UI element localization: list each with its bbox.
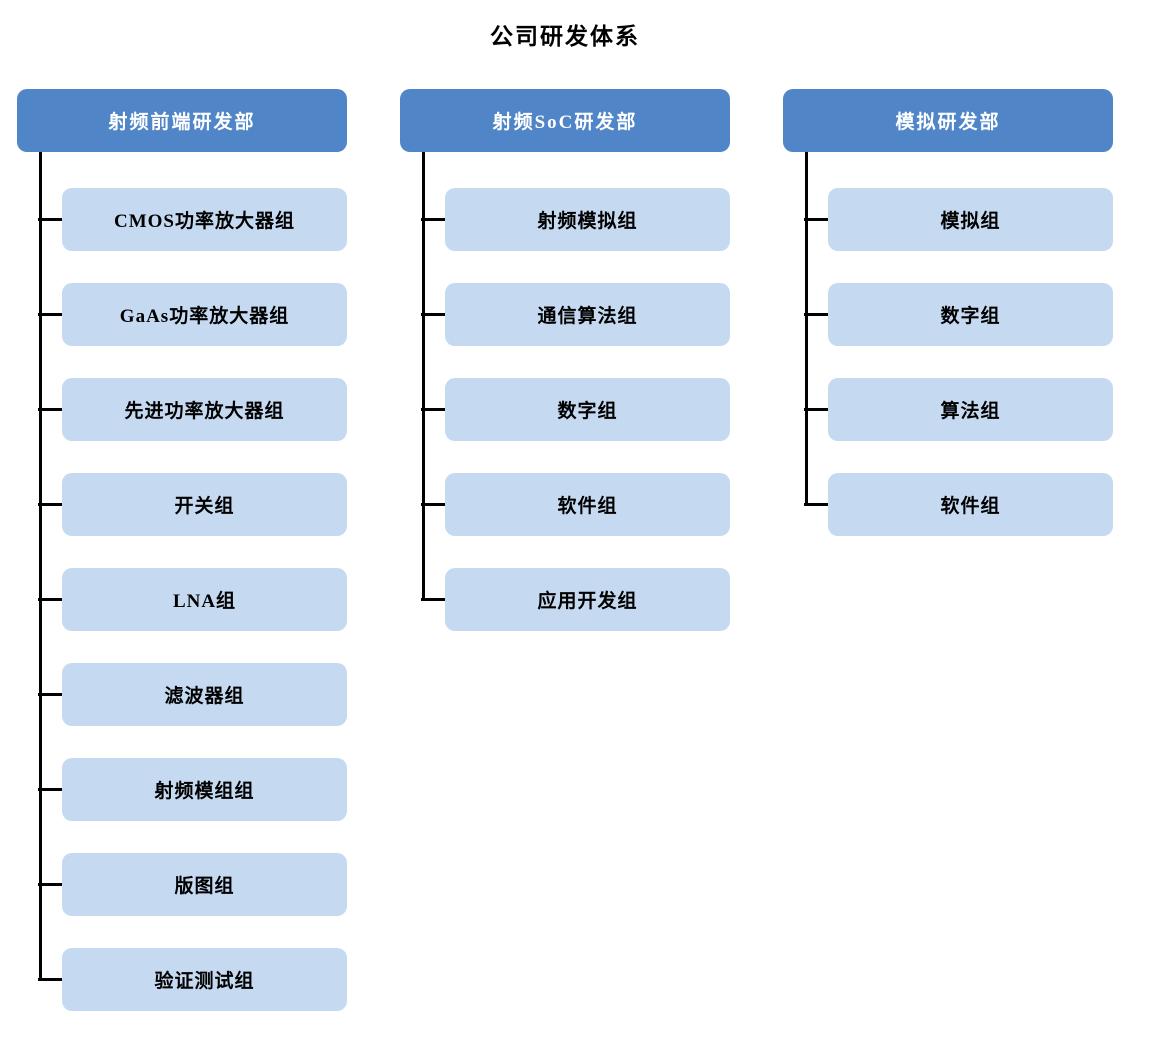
connector-trunk	[39, 152, 42, 980]
connector-branch	[421, 218, 445, 221]
connector-branch	[38, 313, 62, 316]
department-header: 射频前端研发部	[17, 89, 347, 152]
group-node: 先进功率放大器组	[38, 378, 347, 441]
group-label: 算法组	[940, 401, 1001, 422]
group-node: 开关组	[38, 473, 347, 536]
group-node: 模拟组	[804, 188, 1113, 251]
group-label: 射频模拟组	[537, 211, 638, 232]
group-node: 版图组	[38, 853, 347, 916]
group-node: GaAs功率放大器组	[38, 283, 347, 346]
department-column-rf-soc: 射频SoC研发部 射频模拟组 通信算法组 数字组 软件组 应用开发组	[400, 89, 730, 631]
group-label: 软件组	[940, 496, 1001, 517]
group-node: 射频模组组	[38, 758, 347, 821]
group-label: 通信算法组	[537, 306, 638, 327]
connector-branch	[38, 503, 62, 506]
group-label: 验证测试组	[154, 971, 255, 992]
group-node: 数字组	[804, 283, 1113, 346]
group-node: 验证测试组	[38, 948, 347, 1011]
connector-branch	[421, 598, 445, 601]
group-label: GaAs功率放大器组	[119, 306, 290, 327]
connector-branch	[38, 693, 62, 696]
connector-branch	[421, 408, 445, 411]
department-column-analog: 模拟研发部 模拟组 数字组 算法组 软件组	[783, 89, 1113, 536]
connector-trunk	[422, 152, 425, 600]
group-label: 数字组	[940, 306, 1001, 327]
group-node: LNA组	[38, 568, 347, 631]
group-node: CMOS功率放大器组	[38, 188, 347, 251]
group-label: 滤波器组	[164, 686, 245, 707]
connector-branch	[421, 503, 445, 506]
diagram-title: 公司研发体系	[490, 24, 640, 49]
connector-branch	[804, 218, 828, 221]
group-node: 算法组	[804, 378, 1113, 441]
group-label: 模拟组	[940, 211, 1001, 232]
group-node: 射频模拟组	[421, 188, 730, 251]
group-node: 软件组	[421, 473, 730, 536]
connector-branch	[38, 978, 62, 981]
group-label: 数字组	[557, 401, 618, 422]
connector-branch	[38, 598, 62, 601]
group-label: 先进功率放大器组	[124, 401, 285, 422]
group-node: 滤波器组	[38, 663, 347, 726]
connector-branch	[804, 408, 828, 411]
group-label: 版图组	[174, 876, 235, 897]
connector-branch	[38, 883, 62, 886]
department-header: 模拟研发部	[783, 89, 1113, 152]
group-label: CMOS功率放大器组	[113, 211, 295, 232]
connector-branch	[38, 218, 62, 221]
group-label: 软件组	[557, 496, 618, 517]
department-column-rf-frontend: 射频前端研发部 CMOS功率放大器组 GaAs功率放大器组 先进功率放大器组 开…	[17, 89, 347, 1011]
connector-branch	[38, 408, 62, 411]
connector-branch	[421, 313, 445, 316]
group-label: 开关组	[174, 496, 235, 517]
department-header: 射频SoC研发部	[400, 89, 730, 152]
group-node: 软件组	[804, 473, 1113, 536]
connector-branch	[38, 788, 62, 791]
group-node: 应用开发组	[421, 568, 730, 631]
group-node: 通信算法组	[421, 283, 730, 346]
group-label: 应用开发组	[537, 591, 638, 612]
connector-branch	[804, 503, 828, 506]
group-node: 数字组	[421, 378, 730, 441]
group-label: LNA组	[172, 591, 237, 612]
org-chart: 射频前端研发部 CMOS功率放大器组 GaAs功率放大器组 先进功率放大器组 开…	[17, 89, 1154, 1011]
connector-branch	[804, 313, 828, 316]
connector-trunk	[805, 152, 808, 505]
group-label: 射频模组组	[154, 781, 255, 802]
